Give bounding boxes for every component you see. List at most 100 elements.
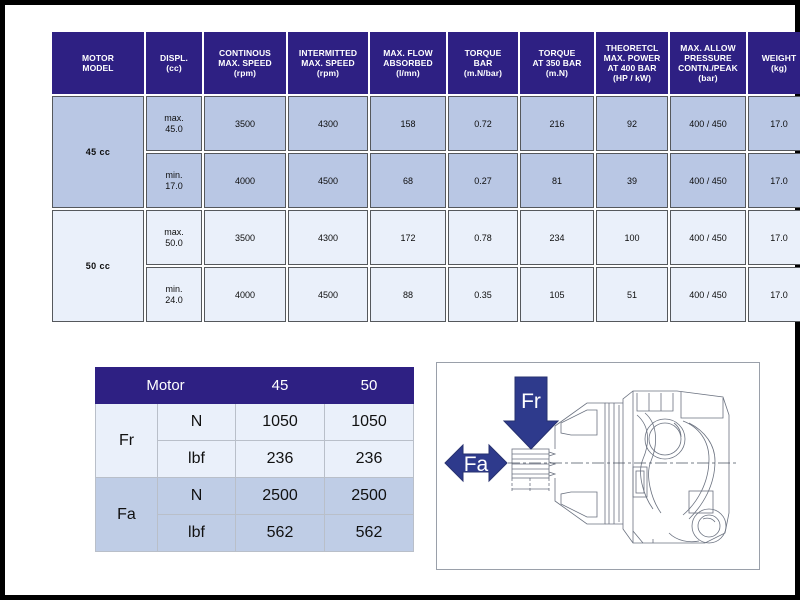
cell-max-flow-absorbed: 172 — [370, 210, 446, 265]
table-row: 45 cc max. 45.0 3500 4300 158 0.72 216 9… — [52, 96, 800, 208]
motor-force-diagram-panel: Fr Fa — [436, 362, 760, 570]
hdr-line: MOTOR — [82, 52, 114, 63]
cell-torque-350-bar: 105 — [520, 267, 594, 322]
displ-value: 45.0 — [165, 123, 183, 134]
hdr-line: (HP / kW) — [612, 73, 652, 84]
hdr-line: INTERMITTED — [298, 47, 358, 58]
hdr-line: MAX. SPEED — [301, 57, 355, 68]
fr-arrow-label: Fr — [521, 390, 541, 413]
hdr-line: (m.N/bar) — [463, 68, 503, 79]
col-header-max-flow-absorbed: MAX. FLOW ABSORBED (l/mn) — [370, 32, 446, 94]
displ-value: 17.0 — [165, 180, 183, 191]
hdr-line: (rpm) — [233, 68, 257, 79]
cell-max-power-400-bar: 39 — [596, 153, 668, 208]
cell-force-unit: N — [157, 403, 236, 441]
cell-force-value-45: 1050 — [235, 403, 325, 441]
cell-torque-350-bar: 81 — [520, 153, 594, 208]
cell-max-flow-absorbed: 68 — [370, 153, 446, 208]
hdr-line: MAX. ALLOW — [680, 42, 736, 53]
col-header-intermitted-max-speed: INTERMITTED MAX. SPEED (rpm) — [288, 32, 368, 94]
force-header-row: Motor 45 50 — [95, 367, 414, 404]
col-header-torque-bar: TORQUE BAR (m.N/bar) — [448, 32, 518, 94]
radial-force-arrow-fr: Fr — [502, 376, 560, 450]
cell-continuous-max-speed: 3500 — [204, 96, 286, 151]
cell-force-value-50: 2500 — [324, 477, 414, 515]
table-row: min. 17.0 4000 4500 68 0.27 81 39 400 / … — [52, 153, 800, 208]
fa-arrow-label: Fa — [464, 453, 489, 476]
cell-continuous-max-speed: 3500 — [204, 210, 286, 265]
col-header-continuous-max-speed: CONTINOUS MAX. SPEED (rpm) — [204, 32, 286, 94]
hdr-line: (rpm) — [316, 68, 340, 79]
cell-force-group-fr: Fr — [95, 403, 158, 478]
force-header-motor: Motor — [95, 367, 236, 404]
cell-force-value-45: 236 — [235, 440, 325, 478]
cell-max-power-400-bar: 100 — [596, 210, 668, 265]
cell-displacement: max. 50.0 — [146, 210, 202, 265]
cell-torque-bar: 0.27 — [448, 153, 518, 208]
cell-torque-bar: 0.35 — [448, 267, 518, 322]
hdr-line: MAX. FLOW — [383, 47, 433, 58]
cell-max-power-400-bar: 92 — [596, 96, 668, 151]
hdr-line: PRESSURE — [684, 52, 732, 63]
col-header-max-power-400-bar: THEORETCL MAX. POWER AT 400 BAR (HP / kW… — [596, 32, 668, 94]
hdr-line: MAX. SPEED — [218, 57, 272, 68]
hdr-line: THEORETCL — [605, 42, 659, 53]
hdr-line: CONTN./PEAK — [678, 63, 738, 73]
cell-force-value-50: 236 — [324, 440, 414, 478]
cell-intermitted-max-speed: 4500 — [288, 153, 368, 208]
hdr-line: MAX. POWER — [603, 52, 661, 63]
cell-displacement: min. 24.0 — [146, 267, 202, 322]
cell-force-value-50: 1050 — [324, 403, 414, 441]
hdr-line: (bar) — [698, 73, 718, 84]
col-header-weight: WEIGHT (kg) — [748, 32, 800, 94]
cell-weight: 17.0 — [748, 210, 800, 265]
cell-max-allow-pressure: 400 / 450 — [670, 153, 746, 208]
hdr-line: (kg) — [771, 63, 787, 73]
cell-weight: 17.0 — [748, 96, 800, 151]
displ-label: max. — [164, 113, 184, 124]
cell-weight: 17.0 — [748, 153, 800, 208]
cell-torque-350-bar: 234 — [520, 210, 594, 265]
cell-max-allow-pressure: 400 / 450 — [670, 267, 746, 322]
hdr-line: (l/mn) — [396, 68, 420, 79]
hdr-line: AT 350 BAR — [532, 57, 582, 68]
motor-spec-table-container: MOTOR MODEL DISPL. (cc) CONTINOUS MAX. S… — [50, 30, 800, 324]
hdr-line: CONTINOUS — [219, 47, 271, 58]
displ-label: max. — [164, 227, 184, 238]
displ-label: min. — [165, 284, 183, 295]
hdr-line: MODEL — [82, 63, 114, 73]
table-row: Fr N 1050 1050 — [95, 403, 414, 478]
cell-intermitted-max-speed: 4300 — [288, 210, 368, 265]
cell-displacement: min. 17.0 — [146, 153, 202, 208]
hdr-line: ABSORBED — [383, 57, 433, 68]
table-row: lbf 562 562 — [96, 514, 414, 552]
cell-intermitted-max-speed: 4500 — [288, 267, 368, 322]
cell-motor-model: 45 cc — [52, 96, 144, 208]
displ-value: 24.0 — [165, 294, 183, 305]
cell-intermitted-max-speed: 4300 — [288, 96, 368, 151]
hdr-line: TORQUE — [538, 47, 576, 58]
cell-max-flow-absorbed: 88 — [370, 267, 446, 322]
col-header-max-allow-pressure: MAX. ALLOW PRESSURE CONTN./PEAK (bar) — [670, 32, 746, 94]
motor-spec-table: MOTOR MODEL DISPL. (cc) CONTINOUS MAX. S… — [50, 30, 800, 324]
cell-force-unit: N — [157, 477, 236, 515]
cell-motor-model: 50 cc — [52, 210, 144, 322]
col-header-displacement: DISPL. (cc) — [146, 32, 202, 94]
hdr-line: WEIGHT — [761, 52, 797, 63]
hdr-line: (m.N) — [545, 68, 569, 79]
cell-max-flow-absorbed: 158 — [370, 96, 446, 151]
motor-body-drawing — [445, 390, 737, 544]
motor-force-diagram: Fr Fa — [444, 376, 737, 544]
cell-torque-bar: 0.78 — [448, 210, 518, 265]
cell-continuous-max-speed: 4000 — [204, 267, 286, 322]
cell-force-group-fa: Fa — [95, 477, 158, 552]
cell-continuous-max-speed: 4000 — [204, 153, 286, 208]
cell-max-allow-pressure: 400 / 450 — [670, 210, 746, 265]
spec-header-row: MOTOR MODEL DISPL. (cc) CONTINOUS MAX. S… — [52, 32, 800, 94]
force-header-45: 45 — [235, 367, 325, 404]
col-header-torque-350-bar: TORQUE AT 350 BAR (m.N) — [520, 32, 594, 94]
cell-weight: 17.0 — [748, 267, 800, 322]
table-row: min. 24.0 4000 4500 88 0.35 105 51 400 /… — [52, 267, 800, 322]
cell-torque-350-bar: 216 — [520, 96, 594, 151]
